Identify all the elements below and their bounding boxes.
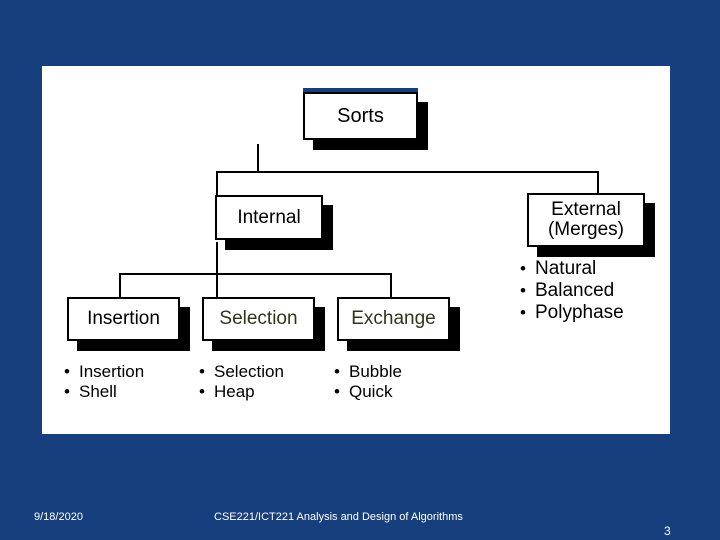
node-exchange[interactable]: Exchange <box>337 297 450 341</box>
list-item-label: Polyphase <box>535 302 624 323</box>
list-item-label: Insertion <box>79 362 145 381</box>
node-selection-label: Selection <box>219 308 298 330</box>
bullet-icon: • <box>334 382 340 401</box>
list-selection: • Selection • Heap <box>199 362 284 402</box>
connector-level3-bus <box>119 273 391 275</box>
node-sorts-accent-strip <box>303 88 418 92</box>
connector-level2-bus <box>216 171 599 173</box>
list-item-label: Natural <box>535 258 597 279</box>
list-item: • Balanced <box>520 280 624 302</box>
footer-page-number: 3 <box>664 524 671 538</box>
list-item: • Polyphase <box>520 302 624 324</box>
connector-to-external <box>597 171 599 193</box>
connector-root-trunk <box>257 144 259 172</box>
list-insertion: • Insertion • Shell <box>64 362 144 402</box>
connector-internal-trunk <box>216 242 218 274</box>
list-item-label: Selection <box>214 362 284 381</box>
bullet-icon: • <box>520 303 526 322</box>
connector-to-insertion <box>119 273 121 297</box>
connector-to-exchange <box>390 273 392 297</box>
list-external: • Natural • Balanced • Polyphase <box>520 258 624 324</box>
node-insertion[interactable]: Insertion <box>67 297 180 341</box>
list-item-label: Shell <box>79 382 117 401</box>
footer-course-title: CSE221/ICT221 Analysis and Design of Alg… <box>214 511 463 523</box>
bullet-icon: • <box>199 362 205 381</box>
bullet-icon: • <box>199 382 205 401</box>
list-item: • Shell <box>64 382 144 402</box>
list-item: • Bubble <box>334 362 402 382</box>
content-panel: Sorts Internal External (Merges) • Natur… <box>42 66 670 434</box>
bullet-icon: • <box>64 362 70 381</box>
list-item-label: Heap <box>214 382 255 401</box>
list-item: • Quick <box>334 382 402 402</box>
connector-to-internal <box>216 171 218 195</box>
list-item: • Heap <box>199 382 284 402</box>
list-item: • Insertion <box>64 362 144 382</box>
node-selection[interactable]: Selection <box>202 297 315 341</box>
connector-to-selection <box>216 273 218 297</box>
list-item: • Selection <box>199 362 284 382</box>
list-item-label: Balanced <box>535 280 615 301</box>
node-sorts-label: Sorts <box>337 104 384 127</box>
bullet-icon: • <box>64 382 70 401</box>
list-item-label: Quick <box>349 382 393 401</box>
node-internal[interactable]: Internal <box>215 195 323 240</box>
node-sorts[interactable]: Sorts <box>303 92 418 140</box>
node-internal-label: Internal <box>237 206 301 228</box>
node-external-label-line2: (Merges) <box>547 219 624 240</box>
footer-date: 9/18/2020 <box>34 511 83 523</box>
node-exchange-label: Exchange <box>351 308 436 330</box>
bullet-icon: • <box>520 259 526 278</box>
bullet-icon: • <box>520 281 526 300</box>
node-external[interactable]: External (Merges) <box>527 193 645 247</box>
list-item: • Natural <box>520 258 624 280</box>
node-external-label-line1: External <box>551 199 621 221</box>
list-exchange: • Bubble • Quick <box>334 362 402 402</box>
node-insertion-label: Insertion <box>87 308 160 330</box>
bullet-icon: • <box>334 362 340 381</box>
list-item-label: Bubble <box>349 362 402 381</box>
